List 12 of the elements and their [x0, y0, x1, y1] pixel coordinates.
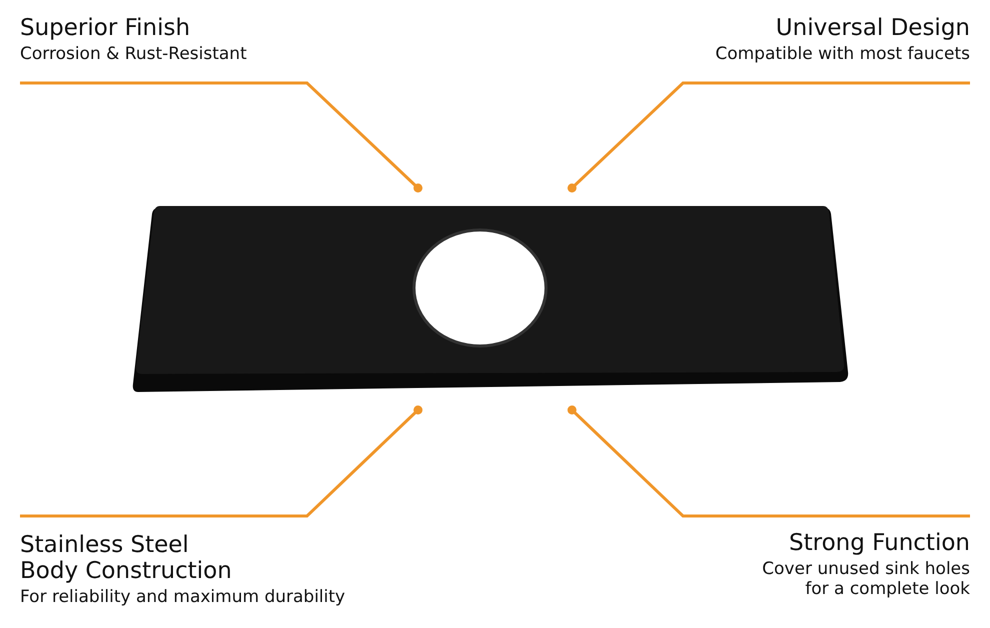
feature-heading: Superior Finish [20, 15, 192, 41]
leader-line [20, 82, 422, 192]
leader-line [568, 406, 970, 518]
leader-line [568, 82, 970, 192]
feature-description: For reliability and maximum durability [20, 587, 346, 607]
feature-description: Cover unused sink holes for a complete look [761, 559, 970, 599]
feature-heading: Stainless Steel Body Construction [20, 532, 233, 584]
feature-heading: Universal Design [774, 15, 970, 41]
feature-description: Compatible with most faucets [714, 44, 970, 64]
feature-description: Corrosion & Rust-Resistant [20, 44, 248, 64]
feature-heading: Strong Function [788, 530, 970, 556]
leader-line [20, 406, 422, 518]
